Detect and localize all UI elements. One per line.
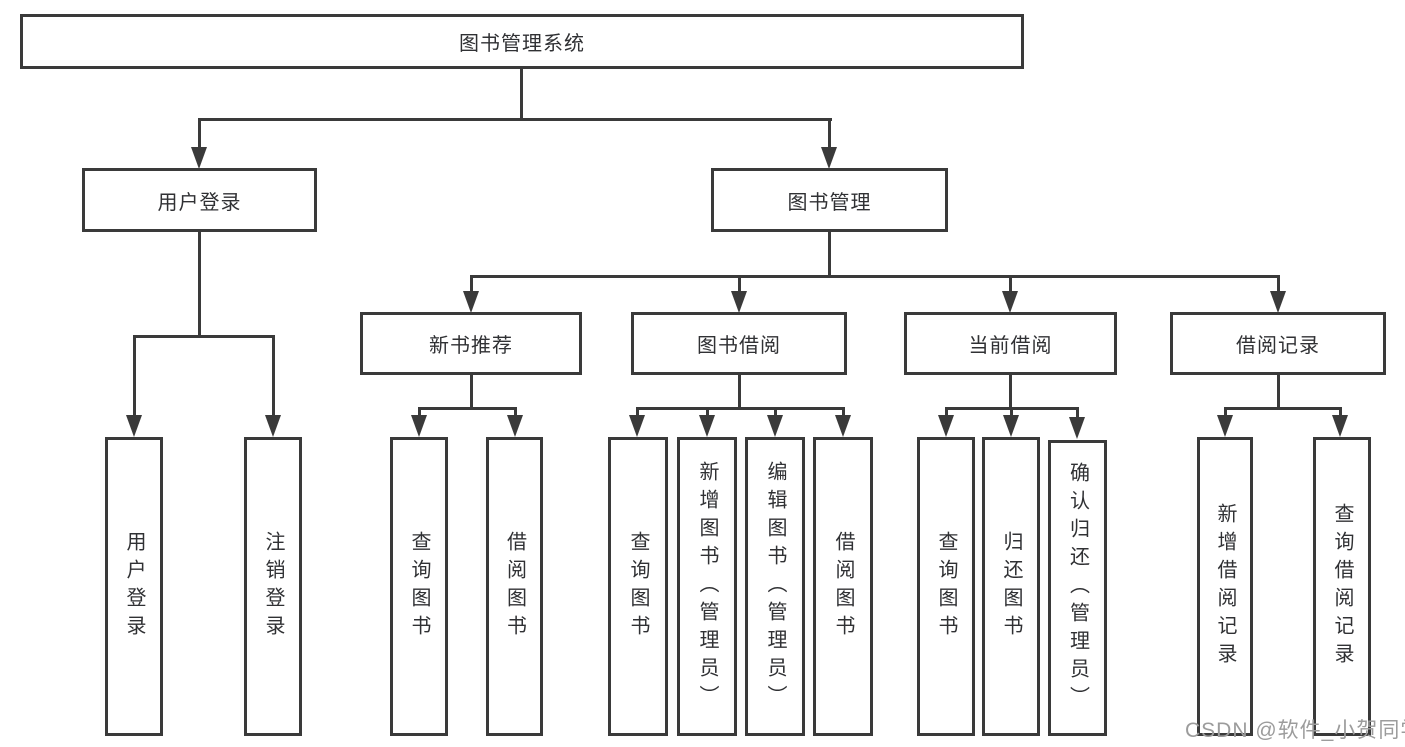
connector-borrow-record-hline: [1224, 407, 1342, 410]
connector-stem-c4: [842, 407, 845, 419]
arrowhead-d3: [1069, 417, 1085, 439]
connector-book-mgmt-hline: [470, 275, 1280, 278]
arrowhead-b2: [507, 415, 523, 437]
node-leaf-logout: 注销登录: [244, 437, 302, 736]
connector-stem-leaf-user-login: [133, 335, 136, 418]
connector-user-login-hline: [133, 335, 275, 338]
node-leaf-borrow-book-borrow: 借阅图书: [813, 437, 873, 736]
connector-new-book-rec-hline: [418, 407, 517, 410]
connector-stem-c3: [774, 407, 777, 419]
node-leaf-edit-book-admin: 编辑图书（管理员）: [745, 437, 805, 736]
node-book-borrow: 图书借阅: [631, 312, 847, 375]
arrowhead-book-borrow: [731, 291, 747, 313]
node-leaf-add-book-admin: 新增图书（管理员）: [677, 437, 737, 736]
node-leaf-add-borrow-record: 新增借阅记录: [1197, 437, 1253, 736]
arrowhead-leaf-logout: [265, 415, 281, 437]
arrowhead-c4: [835, 415, 851, 437]
node-new-book-rec: 新书推荐: [360, 312, 582, 375]
node-leaf-return-book: 归还图书: [982, 437, 1040, 736]
node-leaf-borrow-book-rec: 借阅图书: [486, 437, 543, 736]
connector-stem-new-book-rec: [470, 275, 473, 295]
connector-stem-b1: [418, 407, 421, 419]
arrowhead-e2: [1332, 415, 1348, 437]
connector-book-borrow-vline: [738, 375, 741, 407]
connector-book-mgmt-vline: [828, 232, 831, 275]
node-leaf-confirm-return-admin: 确认归还（管理员）: [1048, 440, 1107, 736]
connector-stem-leaf-logout: [272, 335, 275, 418]
connector-stem-c2: [706, 407, 709, 419]
connector-stem-e2: [1339, 407, 1342, 419]
connector-stem-borrow-record: [1277, 275, 1280, 295]
connector-current-borrow-vline: [1009, 375, 1012, 407]
connector-stem-current-borrow: [1009, 275, 1012, 295]
node-user-login: 用户登录: [82, 168, 317, 232]
connector-stem-d1: [945, 407, 948, 419]
arrowhead-new-book-rec: [463, 291, 479, 313]
arrowhead-user-login: [191, 147, 207, 169]
connector-root-hline: [198, 118, 832, 121]
connector-root-vline: [520, 69, 523, 119]
connector-stem-b2: [514, 407, 517, 419]
connector-borrow-record-vline: [1277, 375, 1280, 407]
arrowhead-d2: [1003, 415, 1019, 437]
connector-stem-d2: [1010, 407, 1013, 419]
arrowhead-leaf-user-login: [126, 415, 142, 437]
connector-stem-d3: [1076, 407, 1079, 419]
node-leaf-query-book-current: 查询图书: [917, 437, 975, 736]
node-leaf-user-login: 用户登录: [105, 437, 163, 736]
arrowhead-d1: [938, 415, 954, 437]
arrowhead-e1: [1217, 415, 1233, 437]
connector-stem-e1: [1224, 407, 1227, 419]
connector-stem-user-login: [198, 118, 201, 150]
node-book-mgmt: 图书管理: [711, 168, 948, 232]
connector-book-borrow-hline: [636, 407, 845, 410]
node-borrow-record: 借阅记录: [1170, 312, 1386, 375]
node-leaf-query-book-rec: 查询图书: [390, 437, 448, 736]
arrowhead-c2: [699, 415, 715, 437]
connector-stem-c1: [636, 407, 639, 419]
node-current-borrow: 当前借阅: [904, 312, 1117, 375]
connector-user-login-vline: [198, 232, 201, 335]
arrowhead-current-borrow: [1002, 291, 1018, 313]
arrowhead-b1: [411, 415, 427, 437]
node-leaf-query-book-borrow: 查询图书: [608, 437, 668, 736]
watermark: CSDN @软件_小贺同学: [1185, 719, 1405, 742]
arrowhead-borrow-record: [1270, 291, 1286, 313]
arrowhead-c3: [767, 415, 783, 437]
node-leaf-query-borrow-record: 查询借阅记录: [1313, 437, 1371, 736]
connector-stem-book-mgmt: [828, 118, 831, 150]
connector-stem-book-borrow: [738, 275, 741, 295]
arrowhead-c1: [629, 415, 645, 437]
node-root: 图书管理系统: [20, 14, 1024, 69]
connector-new-book-rec-vline: [470, 375, 473, 407]
arrowhead-book-mgmt: [821, 147, 837, 169]
